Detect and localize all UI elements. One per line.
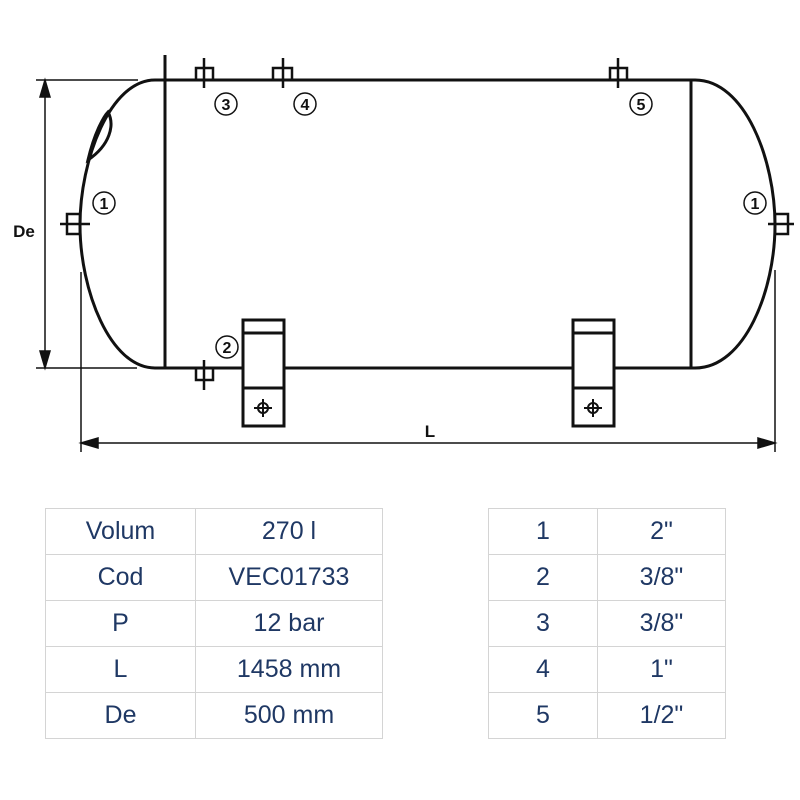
- nozzle-3: [194, 58, 215, 88]
- marker-1-right: 1: [751, 196, 760, 213]
- connection-size: 1": [597, 646, 726, 693]
- connection-size: 3/8": [597, 554, 726, 601]
- spec-label: Cod: [45, 554, 196, 601]
- marker-1-left: 1: [100, 196, 109, 213]
- spec-label: De: [45, 692, 196, 739]
- length-label: L: [425, 422, 435, 441]
- spec-label: L: [45, 646, 196, 693]
- specifications-table: Volum 270 l Cod VEC01733 P 12 bar L 1458…: [45, 508, 383, 739]
- length-dimension: [78, 270, 778, 452]
- connection-size: 2": [597, 508, 726, 555]
- table-row: 5 1/2": [488, 692, 726, 739]
- saddle-left: [241, 318, 286, 428]
- marker-4: 4: [301, 97, 310, 114]
- nozzle-4: [271, 58, 294, 88]
- nozzle-1-right: [768, 212, 794, 236]
- connection-id: 1: [488, 508, 598, 555]
- nozzle-5: [608, 58, 629, 88]
- tank-technical-drawing: 3 4 5 2 1 1 De L: [13, 55, 794, 452]
- marker-3: 3: [222, 97, 231, 114]
- tank-outline: [78, 78, 777, 370]
- table-row: P 12 bar: [45, 600, 383, 647]
- table-row: 2 3/8": [488, 554, 726, 601]
- inspection-port: [85, 109, 113, 164]
- nozzle-1-left: [60, 212, 90, 236]
- table-row: Volum 270 l: [45, 508, 383, 555]
- connection-size: 1/2": [597, 692, 726, 739]
- spec-value: 12 bar: [195, 600, 383, 647]
- connection-id: 3: [488, 600, 598, 647]
- spec-label: P: [45, 600, 196, 647]
- table-row: Cod VEC01733: [45, 554, 383, 601]
- connection-id: 4: [488, 646, 598, 693]
- connections-table: 1 2" 2 3/8" 3 3/8" 4 1" 5 1/2": [488, 508, 726, 739]
- spec-label: Volum: [45, 508, 196, 555]
- nozzle-2: [194, 360, 215, 390]
- table-row: 1 2": [488, 508, 726, 555]
- spec-value: 500 mm: [195, 692, 383, 739]
- table-row: 3 3/8": [488, 600, 726, 647]
- connection-id: 5: [488, 692, 598, 739]
- marker-2: 2: [223, 340, 232, 357]
- marker-5: 5: [637, 97, 646, 114]
- diameter-dimension: [36, 77, 138, 371]
- connection-id: 2: [488, 554, 598, 601]
- spec-value: VEC01733: [195, 554, 383, 601]
- table-row: 4 1": [488, 646, 726, 693]
- connection-size: 3/8": [597, 600, 726, 647]
- spec-value: 1458 mm: [195, 646, 383, 693]
- table-row: De 500 mm: [45, 692, 383, 739]
- table-row: L 1458 mm: [45, 646, 383, 693]
- saddle-right: [571, 318, 616, 428]
- diameter-label: De: [13, 222, 35, 241]
- spec-value: 270 l: [195, 508, 383, 555]
